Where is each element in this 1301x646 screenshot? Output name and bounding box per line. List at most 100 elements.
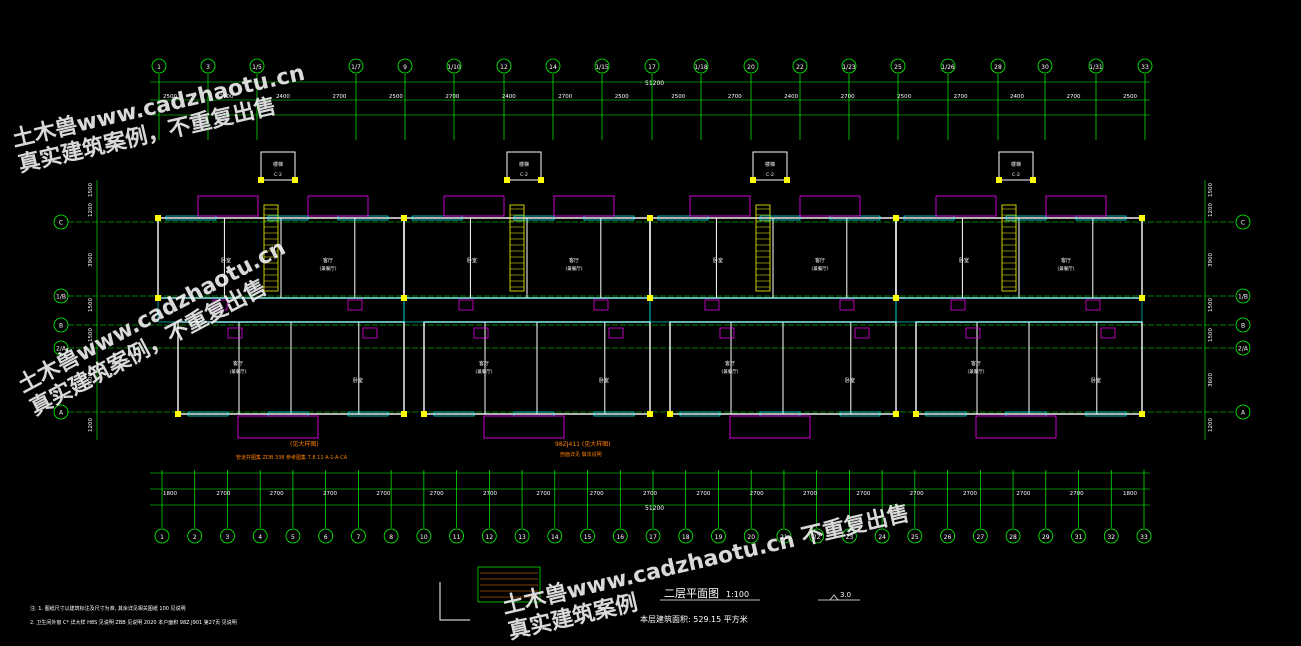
axis-label-bottom: 15	[584, 534, 592, 541]
toilet-fixture	[458, 299, 474, 311]
column	[401, 295, 407, 301]
axis-bubble-bottom	[711, 528, 726, 544]
axis-label-bottom: 11	[453, 534, 461, 541]
axis-label-bottom: 21	[780, 534, 788, 541]
axis-bubble-bottom	[809, 528, 825, 544]
toilet-fixture	[854, 327, 870, 339]
axis-label-bottom: 22	[813, 534, 821, 541]
axis-label-bottom: 14	[551, 534, 559, 541]
dim-text-left: 1500	[88, 298, 94, 312]
axis-bubble-top	[446, 58, 462, 74]
dim-text-bottom: 2700	[696, 491, 710, 497]
dim-text-bottom: 2700	[643, 491, 657, 497]
balcony-top-left	[935, 195, 997, 217]
column	[1030, 177, 1036, 183]
axis-bubble-top	[151, 58, 167, 74]
axis-label-bottom: 7	[356, 534, 360, 541]
axis-label-top: 20	[747, 64, 755, 71]
axis-bubble-top	[792, 58, 808, 74]
column	[401, 411, 407, 417]
window	[187, 411, 229, 417]
room-note-4: 剖面详见 做法说明	[560, 451, 602, 458]
dim-text-left: 3600	[88, 373, 94, 387]
room-note-2: 管道井图集 ZDB 338 参考图集 7.8 11 A-1-A-CA	[236, 454, 348, 461]
axis-bubble-bottom	[350, 528, 366, 544]
column	[292, 177, 298, 183]
axis-bubble-bottom	[481, 528, 497, 544]
toilet-fixture	[362, 327, 378, 339]
stair-label: 楼梯	[519, 161, 529, 168]
column	[1139, 411, 1145, 417]
window	[657, 215, 709, 221]
axis-bubble-right	[1235, 340, 1251, 356]
axis-label-bottom: 29	[1042, 534, 1050, 541]
dim-text-bottom: 2700	[270, 491, 284, 497]
stair-landing	[998, 151, 1034, 181]
balcony-bottom	[729, 415, 811, 439]
axis-bubble-bottom	[1136, 528, 1152, 544]
stair-code: C-2	[766, 172, 774, 178]
dim-text-top: 2400	[276, 94, 290, 100]
dim-text-top: 2700	[841, 94, 855, 100]
axis-bubble-bottom	[940, 528, 955, 544]
toilet-fixture	[965, 327, 981, 339]
room-label-living-sub: (兼餐厅)	[1057, 265, 1074, 272]
room-label-living: 客厅	[479, 360, 489, 367]
axis-bubble-bottom	[383, 528, 399, 544]
axis-label-top: 1/15	[595, 64, 609, 71]
balcony-top-right	[1045, 195, 1107, 217]
axis-label-bottom: 10	[420, 534, 428, 541]
room-label-living: 客厅	[1061, 257, 1071, 264]
axis-bubble-left	[53, 340, 69, 356]
stair-code: C-2	[274, 172, 282, 178]
stair-landing	[506, 151, 542, 181]
axis-bubble-bottom	[645, 528, 661, 544]
window	[759, 215, 801, 221]
toilet-fixture	[212, 299, 228, 311]
room-label-bedroom: 卧室	[845, 377, 855, 384]
axis-bubble-bottom	[285, 528, 301, 544]
window	[903, 215, 955, 221]
column	[421, 411, 427, 417]
dim-text-left: 1500	[88, 328, 94, 342]
dim-text-bottom: 2700	[856, 491, 870, 497]
dim-text-top: 2500	[897, 94, 911, 100]
dim-text-bottom: 2700	[750, 491, 764, 497]
dim-text-top: 2500	[163, 94, 177, 100]
dim-text-top: 2400	[502, 94, 516, 100]
total-dimension-top: 51200	[645, 80, 664, 87]
axis-bubble-bottom	[252, 528, 268, 544]
room-label-living-sub: (兼餐厅)	[319, 265, 336, 272]
axis-label-top: 3	[206, 64, 210, 71]
axis-label-bottom: 13	[518, 534, 526, 541]
column	[913, 411, 919, 417]
axis-bubble-bottom	[318, 528, 334, 544]
axis-label-bottom: 18	[682, 534, 690, 541]
axis-label-top: 25	[894, 64, 902, 71]
balcony-bottom	[483, 415, 565, 439]
dim-text-right: 1200	[1208, 203, 1214, 217]
balcony-top-left	[689, 195, 751, 217]
axis-label-top: 30	[1041, 64, 1049, 71]
toilet-fixture	[950, 299, 966, 311]
axis-label-bottom: 31	[1075, 534, 1083, 541]
axis-bubble-top	[496, 58, 512, 74]
window	[433, 411, 475, 417]
dim-text-bottom: 2700	[376, 491, 390, 497]
axis-bubble-bottom	[154, 528, 170, 544]
axis-label-top: 22	[796, 64, 804, 71]
room-label-bedroom: 卧室	[1091, 377, 1101, 384]
axis-label-right: 1/B	[1238, 294, 1248, 301]
dim-text-left: 3900	[88, 253, 94, 267]
dim-text-right: 1200	[1208, 418, 1214, 432]
section-detail	[439, 582, 470, 621]
column	[647, 215, 653, 221]
fixture-layer	[197, 195, 1116, 621]
balcony-top-right	[553, 195, 615, 217]
window	[165, 215, 217, 221]
toilet-fixture	[839, 299, 855, 311]
axis-bubble-bottom	[972, 528, 988, 544]
axis-label-top: 1/26	[941, 64, 955, 71]
column	[647, 411, 653, 417]
stair-flight	[509, 204, 525, 292]
